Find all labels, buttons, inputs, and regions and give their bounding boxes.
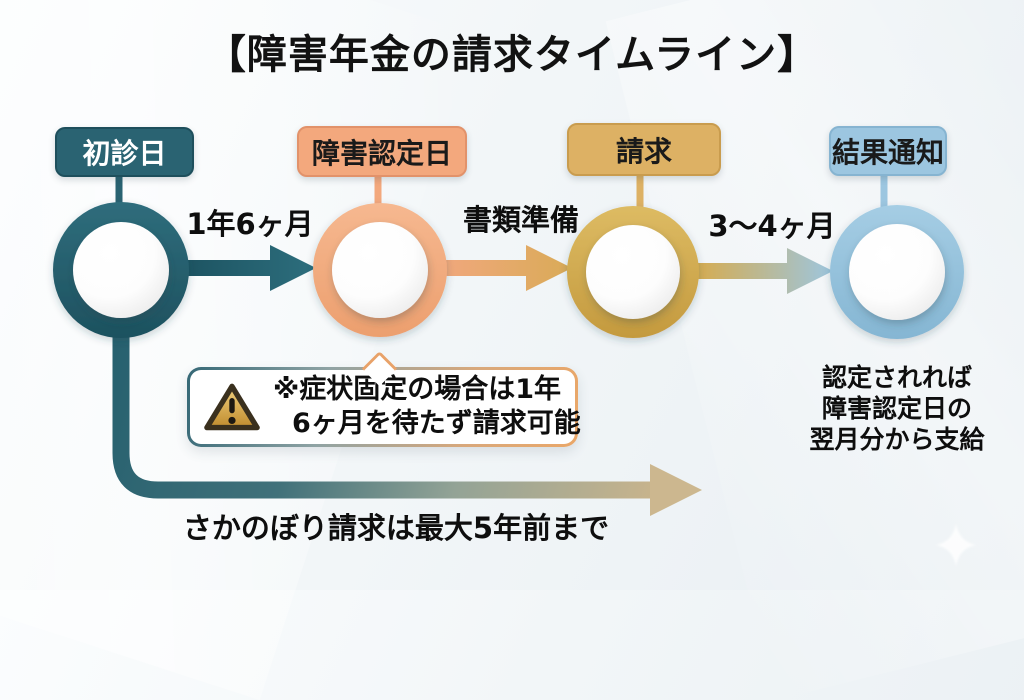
arrow-first-to-certification xyxy=(186,245,316,291)
stem-certification xyxy=(374,168,382,212)
arrow-label-one-year-six-months: 1年6ヶ月 xyxy=(186,207,314,241)
stage-label-claim: 請求 xyxy=(567,123,721,176)
stage-label-result: 結果通知 xyxy=(829,126,947,176)
timeline-circle-claim xyxy=(567,206,699,338)
result-note-line2: 障害認定日の xyxy=(821,394,973,423)
retro-claim-arrow xyxy=(112,320,702,516)
arrow-claim-to-result xyxy=(698,248,833,294)
sparkle-icon xyxy=(936,524,976,566)
page-title: 【障害年金の請求タイムライン】 xyxy=(205,32,819,78)
timeline-diagram xyxy=(53,168,964,516)
arrow-label-three-four-months: 3〜4ヶ月 xyxy=(708,209,836,243)
stage-label-first-visit: 初診日 xyxy=(55,127,194,177)
warning-triangle-icon xyxy=(204,383,260,431)
timeline-circle-certification xyxy=(313,203,447,337)
result-note-line1: 認定されれば xyxy=(821,363,973,392)
stem-claim xyxy=(636,168,644,212)
retro-claim-label: さかのぼり請求は最大5年前まで xyxy=(182,511,610,545)
timeline-circle-first-visit xyxy=(53,202,189,338)
warning-text-line2: 6ヶ月を待たず請求可能 xyxy=(292,408,581,439)
stem-result xyxy=(880,168,888,212)
warning-text-line1: ※症状固定の場合は1年 xyxy=(273,374,562,405)
arrow-certification-to-claim xyxy=(445,245,572,291)
stage-label-certification: 障害認定日 xyxy=(297,126,467,177)
warning-callout: ※症状固定の場合は1年 6ヶ月を待たず請求可能 xyxy=(187,350,581,447)
warning-callout-body: ※症状固定の場合は1年 6ヶ月を待たず請求可能 xyxy=(190,370,581,444)
warning-callout-text: ※症状固定の場合は1年 6ヶ月を待たず請求可能 xyxy=(273,373,581,441)
result-note-line3: 翌月分から支給 xyxy=(809,425,985,454)
timeline-circle-result xyxy=(830,205,964,339)
arrow-label-document-prep: 書類準備 xyxy=(462,203,580,237)
result-note: 認定されれば 障害認定日の 翌月分から支給 xyxy=(809,362,984,455)
stem-first-visit xyxy=(115,168,123,212)
